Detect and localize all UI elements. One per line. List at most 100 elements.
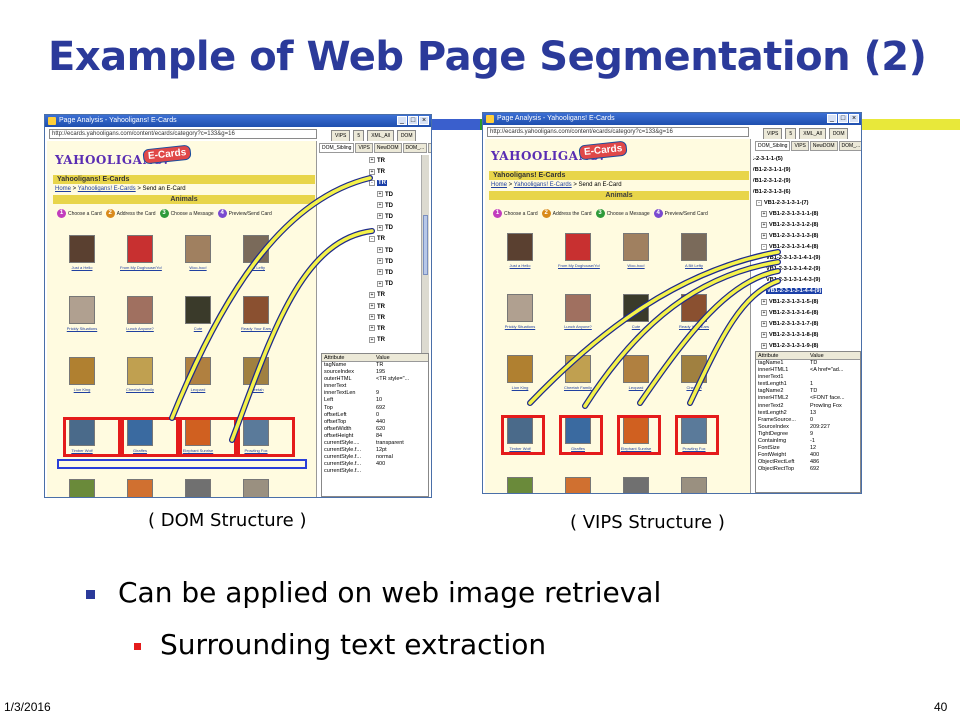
thumbnail-caption-link[interactable]: Cheetah Family [563,385,592,390]
selected-image-block[interactable] [121,417,179,457]
thumbnail-caption-link[interactable]: Prowling Fox [244,448,268,453]
expand-icon[interactable]: + [369,303,375,310]
attribute-row[interactable]: ContainImg-1 [756,438,860,445]
animal-thumbnail[interactable] [243,357,269,385]
breadcrumb-home-link[interactable]: Home [55,186,72,192]
selected-image-block[interactable] [237,417,295,457]
thumbnail-caption-link[interactable]: Elephant Sunrise [620,446,652,451]
animal-thumbnail[interactable] [565,294,591,322]
animal-thumbnail[interactable] [185,296,211,324]
expand-icon[interactable]: + [369,325,375,332]
collapse-icon[interactable]: - [756,199,762,206]
expand-icon[interactable]: + [761,309,767,316]
breadcrumb-ecards-link[interactable]: Yahooligans! E-Cards [77,186,136,192]
expand-icon[interactable]: + [369,291,375,298]
thumbnail-caption-link[interactable]: Elephant Sunrise [182,448,214,453]
close-icon[interactable]: × [419,116,429,125]
collapse-icon[interactable]: - [761,243,767,250]
attribute-row[interactable]: currentStyle....transparent [322,440,428,447]
thumbnail-caption-link[interactable]: Prowling Fox [682,446,706,451]
vips-tree-node[interactable]: +VB1-2-3-1-3-1-1-(8) [761,210,818,218]
dom-tree-node[interactable]: +TD [377,202,393,210]
thumbnail-caption-link[interactable]: Lunch Anyone? [564,324,592,329]
dom-tree-node[interactable]: +TR [369,168,385,176]
animal-thumbnail[interactable] [127,479,153,497]
expand-icon[interactable]: + [377,258,383,265]
attribute-row[interactable]: outerHTML<TR style="... [322,376,428,383]
url-input[interactable]: http://ecards.yahooligans.com/content/ec… [487,127,749,137]
expand-icon[interactable]: + [761,298,767,305]
tree-tab[interactable]: DOM_... [402,143,428,153]
attribute-row[interactable]: innerText [322,383,428,390]
thumbnail-caption-link[interactable]: Prickly Situations [504,324,536,329]
thumbnail-caption-link[interactable]: From My Doghouse/Yo! [558,263,600,268]
tree-scrollbar-thumb[interactable] [423,215,428,275]
thumbnail-caption-link[interactable]: Just a Hello [509,263,531,268]
attribute-column-header[interactable]: Attribute [324,355,345,361]
thumbnail-caption-link[interactable]: Woo-hoo! [627,263,645,268]
expand-icon[interactable]: + [377,280,383,287]
animal-thumbnail[interactable] [507,294,533,322]
vips-tree-node[interactable]: +VB1-2-3-1-3-1-9-(8) [761,342,818,350]
vips-tree-node[interactable]: +VB1-2-3-1-3-1-7-(8) [761,320,818,328]
dom-tree-node[interactable]: +TD [377,247,393,255]
thumbnail-caption-link[interactable]: Lion King [511,385,529,390]
url-input[interactable]: http://ecards.yahooligans.com/content/ec… [49,129,317,139]
dom-tree-node[interactable]: +TD [377,191,393,199]
animal-thumbnail[interactable] [185,235,211,263]
selected-image-block[interactable] [179,417,237,457]
thumbnail-caption-link[interactable]: From My Doghouse/Yo! [120,265,162,270]
tree-tab[interactable]: DOM_Sibling [319,143,355,153]
tree-tab[interactable]: NewDOM [373,143,402,153]
expand-icon[interactable]: + [369,336,375,343]
expand-icon[interactable]: + [377,224,383,231]
animal-thumbnail[interactable] [507,416,533,444]
animal-thumbnail[interactable] [127,357,153,385]
thumbnail-caption-link[interactable]: Ready Your Ears [678,324,710,329]
vips-tree-node[interactable]: -VB1-2-3-1-3-1-(7) [756,199,808,207]
expand-icon[interactable]: + [761,331,767,338]
animal-thumbnail[interactable] [507,477,533,493]
animal-thumbnail[interactable] [185,357,211,385]
animal-thumbnail[interactable] [565,233,591,261]
dom-tree-node[interactable]: +TD [377,258,393,266]
dom-tree-node[interactable]: +TD [377,269,393,277]
value-column-header[interactable]: Value [376,355,390,361]
thumbnail-caption-link[interactable]: Giraffes [133,448,147,453]
selected-image-block[interactable] [617,415,661,455]
thumbnail-caption-link[interactable]: Prickly Situations [66,326,98,331]
animal-thumbnail[interactable] [243,296,269,324]
tree-tab[interactable]: VIPS [355,143,373,153]
thumbnail-caption-link[interactable]: A Bit Lefty [246,265,265,270]
expand-icon[interactable]: + [369,168,375,175]
dom-tree-node[interactable]: +TR [369,157,385,165]
vips-tree-node[interactable]: VB1-2-3-1-3-1-4-4-(9) [766,287,823,295]
tree-tab[interactable]: VIPS [791,141,809,151]
attribute-row[interactable]: innerText1 [756,374,860,381]
breadcrumb-ecards-link[interactable]: Yahooligans! E-Cards [513,182,572,188]
vips-tree-node[interactable]: +VB1-2-3-1-3-1-5-(8) [761,298,818,306]
animal-thumbnail[interactable] [623,233,649,261]
expand-icon[interactable]: + [761,342,767,349]
dom-tree-node[interactable]: +TD [377,280,393,288]
tree-tab[interactable]: NewDOM [809,141,838,151]
vips-tree-node[interactable]: VB1-2-3-1-1-(9) [753,166,790,174]
animal-thumbnail[interactable] [69,296,95,324]
vips-tree-node[interactable]: +VB1-2-3-1-3-1-3-(8) [761,232,818,240]
vips-tree-node[interactable]: +VB1-2-3-1-3-1-6-(8) [761,309,818,317]
vips-tree-node[interactable]: VB1-2-3-1-3-1-4-3-(9) [766,276,820,284]
dom-tree-node[interactable]: +TD [377,213,393,221]
dom-tree-node[interactable]: +TR [369,291,385,299]
selected-image-block[interactable] [675,415,719,455]
